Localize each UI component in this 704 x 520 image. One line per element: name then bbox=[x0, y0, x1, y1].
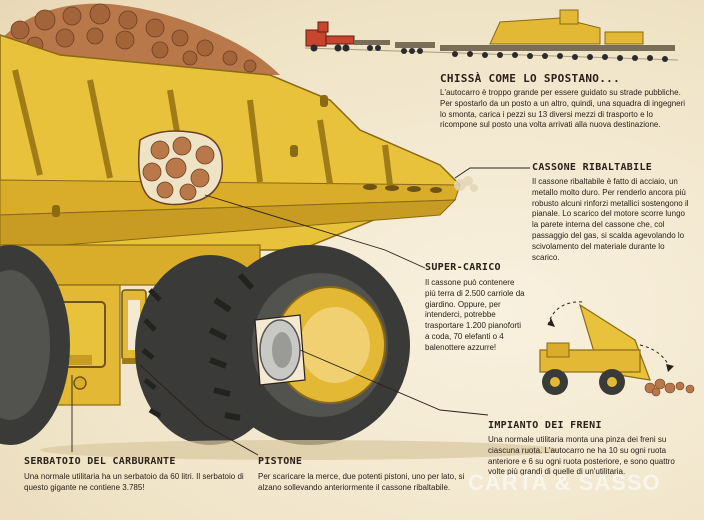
cassone-title: Cassone ribaltabile bbox=[532, 162, 653, 173]
rear-tire-left bbox=[0, 245, 70, 445]
ground-shadow bbox=[40, 440, 560, 460]
freni-text: Una normale utilitaria monta una pinza d… bbox=[488, 435, 675, 477]
serbatoio-title: Serbatoio del carburante bbox=[24, 456, 176, 467]
watermark: CARTA & SASSO bbox=[468, 470, 661, 495]
spostano-title: Chissà come lo spostano... bbox=[440, 72, 620, 85]
callout-lines bbox=[71, 167, 530, 456]
dump-body bbox=[0, 34, 478, 251]
pistone-title: Pistone bbox=[258, 456, 303, 467]
cassone-text: Il cassone ribaltabile è fatto di acciai… bbox=[532, 177, 689, 262]
truck-cab bbox=[305, 21, 355, 47]
truck-part-load bbox=[489, 9, 644, 45]
serbatoio-text: Una normale utilitaria ha un serbatoio d… bbox=[24, 472, 244, 492]
small-dump-truck bbox=[539, 301, 695, 397]
rear-tire-outer bbox=[208, 245, 410, 445]
small-dirt-pile bbox=[644, 378, 695, 397]
cutaway-load bbox=[138, 130, 224, 206]
supercarico-title: Super-carico bbox=[425, 262, 501, 273]
freni-title: Impianto dei freni bbox=[488, 420, 602, 431]
transport-convoy bbox=[304, 9, 679, 62]
exhaust-smoke bbox=[454, 176, 478, 192]
pistone-text: Per scaricare la merce, due potenti pist… bbox=[258, 472, 465, 492]
spostano-text: L'autocarro è troppo grande per essere g… bbox=[440, 88, 686, 130]
brake-cutaway bbox=[254, 314, 306, 386]
supercarico-text: Il cassone può contenere più terra di 2.… bbox=[425, 278, 525, 352]
